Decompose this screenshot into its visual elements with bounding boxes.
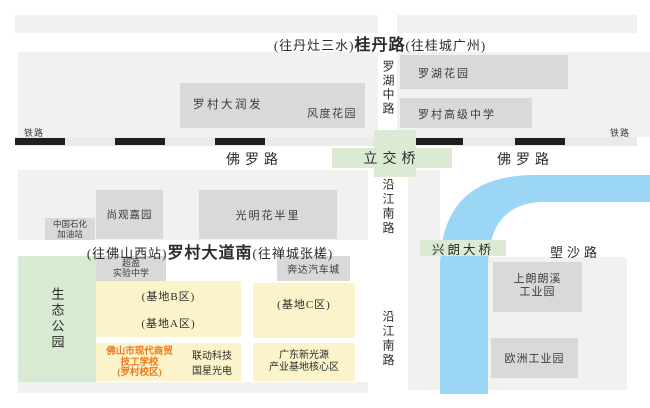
foluo-road-label-right: 佛罗路 bbox=[497, 153, 554, 168]
luohu-middle-road-label: 罗湖中路 bbox=[381, 60, 395, 116]
fengdu-garden-label: 风度花园 bbox=[307, 108, 357, 120]
railway-dash bbox=[515, 138, 565, 145]
base-ba-zone: (基地B区) (基地A区) bbox=[96, 281, 241, 337]
liandong-label: 联动科技 bbox=[192, 351, 232, 362]
xinglang-bridge-label: 兴朗大桥 bbox=[431, 242, 494, 257]
sinopec-line1: 中国石化 bbox=[52, 219, 87, 229]
bottom-strip bbox=[18, 382, 368, 393]
base-b-label: (基地B区) bbox=[141, 291, 196, 303]
base-a-label: (基地A区) bbox=[141, 318, 196, 330]
langsha-road-label: 塱沙路 bbox=[550, 245, 602, 260]
europe-park-block: 欧洲工业园 bbox=[491, 338, 578, 378]
base-c-label: (基地C区) bbox=[277, 299, 331, 311]
guidan-road-name: 桂丹路 bbox=[354, 37, 406, 54]
shanglang-park-block: 上朗朗溪 工业园 bbox=[493, 262, 582, 312]
luohu-garden-block: 罗湖花园 bbox=[400, 55, 568, 89]
luohu-garden-label: 罗湖花园 bbox=[418, 68, 470, 80]
top-band-left bbox=[15, 15, 378, 33]
guangdong-line1: 广东新光源 bbox=[279, 350, 329, 361]
sinopec-line2: 加油站 bbox=[57, 228, 83, 239]
foluo-road-label-left: 佛罗路 bbox=[226, 153, 283, 168]
base-c-zone: (基地C区) bbox=[253, 283, 355, 338]
railway-dash bbox=[413, 138, 463, 145]
interchange-block: 立交桥 bbox=[332, 148, 452, 168]
guangming-block: 光明花半里 bbox=[199, 190, 337, 239]
top-band-right bbox=[397, 15, 637, 33]
school-line2: 技工学校 bbox=[120, 357, 159, 368]
yanjiang-south-road-label-lower: 沿江南路 bbox=[381, 310, 395, 368]
modern-trade-school-zone: 佛山市现代商贸 技工学校 (罗村校区) 联动科技 国星光电 bbox=[96, 343, 241, 381]
luocun-south-road-name: 罗村大道南 bbox=[167, 245, 253, 262]
luocun-high-school-block: 罗村高级中学 bbox=[400, 98, 532, 128]
rt-mart-block: 罗村大润发 风度花园 bbox=[180, 83, 365, 128]
luocun-south-road-label-row: (往佛山西站)罗村大道南(往禅城张槎) bbox=[55, 239, 365, 262]
mid-right-strip bbox=[408, 170, 440, 390]
modern-trade-school-label: 佛山市现代商贸 技工学校 (罗村校区) bbox=[96, 347, 183, 381]
railway-dash bbox=[115, 138, 165, 145]
chaoying-school-block: 超盈 实验中学 bbox=[96, 256, 166, 281]
railway-label-right: 铁路 bbox=[610, 128, 631, 138]
sinopec-station-label: 中国石化 加油站 bbox=[45, 219, 95, 239]
luocun-south-suffix: (往禅城张槎) bbox=[252, 246, 334, 261]
guidan-suffix: (往桂城广州) bbox=[405, 38, 487, 53]
benda-auto-city-block: 奔达汽车城 bbox=[277, 256, 350, 281]
interchange-label: 立交桥 bbox=[363, 152, 421, 167]
eco-park-label: 生态公园 bbox=[49, 287, 65, 351]
luocun-high-school-label: 罗村高级中学 bbox=[418, 109, 496, 121]
shangguan-garden-label: 尚观嘉园 bbox=[106, 210, 153, 221]
railway-dash bbox=[215, 138, 265, 145]
guidan-prefix: (往丹灶三水) bbox=[273, 38, 355, 53]
chaoying-line2: 实验中学 bbox=[112, 268, 149, 278]
tech-companies-labels: 联动科技 国星光电 bbox=[183, 343, 241, 381]
sinopec-station-block: 中国石化 加油站 bbox=[45, 218, 95, 240]
shanglang-line1: 上朗朗溪 bbox=[513, 273, 562, 285]
guangdong-line2: 产业基地核心区 bbox=[269, 361, 339, 373]
guoxing-label: 国星光电 bbox=[192, 366, 232, 377]
school-line1: 佛山市现代商贸 bbox=[106, 347, 173, 357]
guangdong-base-label: 广东新光源 产业基地核心区 bbox=[253, 350, 355, 373]
guangdong-base-zone: 广东新光源 产业基地核心区 bbox=[253, 343, 355, 381]
shanglang-park-label: 上朗朗溪 工业园 bbox=[493, 273, 582, 299]
xinglang-bridge-block: 兴朗大桥 bbox=[420, 240, 506, 257]
luocun-south-prefix: (往佛山西站) bbox=[86, 246, 168, 261]
chaoying-school-label: 超盈 实验中学 bbox=[96, 258, 166, 278]
railway-track bbox=[15, 137, 637, 146]
guidan-road-label-row: (往丹灶三水)桂丹路(往桂城广州) bbox=[230, 31, 530, 54]
eco-park-zone: 生态公园 bbox=[18, 256, 96, 382]
europe-park-label: 欧洲工业园 bbox=[504, 353, 565, 365]
shangguan-garden-block: 尚观嘉园 bbox=[96, 190, 163, 239]
railway-dash bbox=[15, 138, 65, 145]
guangming-label: 光明花半里 bbox=[235, 210, 301, 222]
yanjiang-south-road-label-upper: 沿江南路 bbox=[381, 178, 395, 236]
river bbox=[440, 175, 650, 394]
railway-label-left: 铁路 bbox=[24, 128, 45, 138]
benda-auto-city-label: 奔达汽车城 bbox=[287, 265, 340, 276]
school-line3: (罗村校区) bbox=[117, 368, 162, 378]
rt-mart-label: 罗村大润发 bbox=[193, 99, 263, 111]
chaoying-line1: 超盈 bbox=[121, 258, 140, 268]
shanglang-line2: 工业园 bbox=[519, 286, 556, 298]
